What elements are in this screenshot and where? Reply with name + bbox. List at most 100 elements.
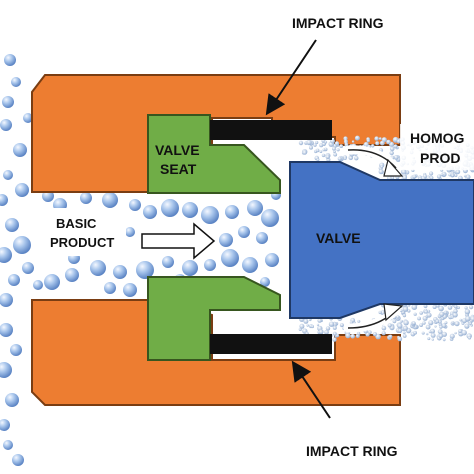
fine-droplet xyxy=(402,175,408,180)
fine-droplet xyxy=(396,315,400,319)
fine-droplet xyxy=(324,140,328,144)
fine-droplet xyxy=(427,337,431,341)
droplet xyxy=(4,54,16,66)
droplet xyxy=(33,280,43,290)
fine-droplet xyxy=(393,155,399,160)
fine-droplet xyxy=(413,330,417,335)
fine-droplet xyxy=(303,318,309,324)
droplet xyxy=(256,232,268,244)
fine-droplet xyxy=(438,333,444,339)
fine-droplet xyxy=(412,321,416,326)
fine-droplet xyxy=(325,154,330,159)
fine-droplet xyxy=(334,141,340,146)
fine-droplet xyxy=(451,321,455,324)
fine-droplet xyxy=(427,309,431,313)
fine-droplet xyxy=(403,320,409,326)
fine-droplet xyxy=(449,333,455,339)
fine-droplet xyxy=(428,320,434,326)
fine-droplet xyxy=(348,155,354,161)
droplet xyxy=(0,119,12,131)
droplet xyxy=(90,260,106,276)
fine-droplet xyxy=(397,323,403,329)
fine-droplet xyxy=(374,136,379,141)
droplet xyxy=(242,257,258,273)
fine-droplet xyxy=(402,334,407,338)
droplet xyxy=(0,362,12,378)
fine-droplet xyxy=(351,140,355,143)
fine-droplet xyxy=(379,140,385,146)
fine-droplet xyxy=(345,332,351,339)
fine-droplet xyxy=(381,325,387,331)
fine-droplet xyxy=(465,315,471,322)
fine-droplet xyxy=(366,139,370,143)
fine-droplet xyxy=(298,140,304,146)
droplet xyxy=(2,96,14,108)
droplet xyxy=(238,226,250,238)
fine-droplet xyxy=(443,310,448,315)
droplet xyxy=(13,143,27,157)
fine-droplet xyxy=(316,158,320,162)
fine-droplet xyxy=(333,152,338,157)
fine-droplet xyxy=(386,139,391,145)
fine-droplet xyxy=(419,311,424,315)
fine-droplet xyxy=(426,332,429,336)
fine-droplet xyxy=(461,330,467,336)
fine-droplet xyxy=(444,321,448,325)
fine-droplet xyxy=(306,324,310,327)
fine-droplet xyxy=(431,338,434,341)
droplet xyxy=(123,283,137,297)
fine-droplet xyxy=(396,139,401,144)
fine-droplet xyxy=(438,305,444,312)
fine-droplet xyxy=(436,174,442,179)
basic-product-label-line2: PRODUCT xyxy=(50,235,114,250)
fine-droplet xyxy=(450,315,454,319)
basic-product-label-bg xyxy=(42,208,126,256)
droplet xyxy=(260,277,270,287)
fine-droplet xyxy=(299,323,305,329)
fine-droplet xyxy=(381,331,386,336)
fine-droplet xyxy=(400,169,407,175)
fine-droplet xyxy=(442,338,446,342)
droplet xyxy=(80,192,92,204)
fine-droplet xyxy=(332,325,337,330)
fine-droplet xyxy=(316,323,320,327)
fine-droplet xyxy=(357,319,361,323)
fine-droplet xyxy=(423,304,428,308)
fine-droplet xyxy=(421,331,425,335)
fine-droplet xyxy=(332,146,336,151)
valve xyxy=(289,161,474,319)
fine-droplet xyxy=(440,173,444,177)
droplet xyxy=(13,236,31,254)
fine-droplet xyxy=(328,321,335,327)
homogenized-label-line2: PROD xyxy=(420,150,460,166)
fine-droplet xyxy=(441,323,447,328)
fine-droplet xyxy=(318,329,324,335)
droplet xyxy=(11,77,21,87)
fine-droplet xyxy=(454,321,460,327)
fine-droplet xyxy=(350,334,356,339)
impact-ring-bottom xyxy=(210,334,332,354)
fine-droplet xyxy=(371,144,375,148)
fine-droplet xyxy=(402,306,409,312)
fine-droplet xyxy=(375,141,380,146)
fine-droplet xyxy=(411,304,418,311)
fine-droplet xyxy=(332,331,337,336)
fine-droplet xyxy=(349,320,353,324)
fine-droplet xyxy=(380,165,384,169)
fine-droplet xyxy=(469,319,473,323)
droplet xyxy=(10,344,22,356)
fine-droplet xyxy=(412,174,417,179)
fine-droplet xyxy=(469,305,474,310)
droplet xyxy=(247,200,263,216)
fine-droplet xyxy=(306,139,312,146)
fine-droplet xyxy=(339,323,344,328)
fine-droplet xyxy=(389,150,394,156)
droplet xyxy=(143,205,157,219)
droplet xyxy=(136,261,154,279)
fine-droplet xyxy=(402,331,406,335)
fine-droplet xyxy=(379,137,382,140)
droplet xyxy=(0,247,12,263)
fine-droplet xyxy=(397,336,403,342)
droplet xyxy=(15,183,29,197)
